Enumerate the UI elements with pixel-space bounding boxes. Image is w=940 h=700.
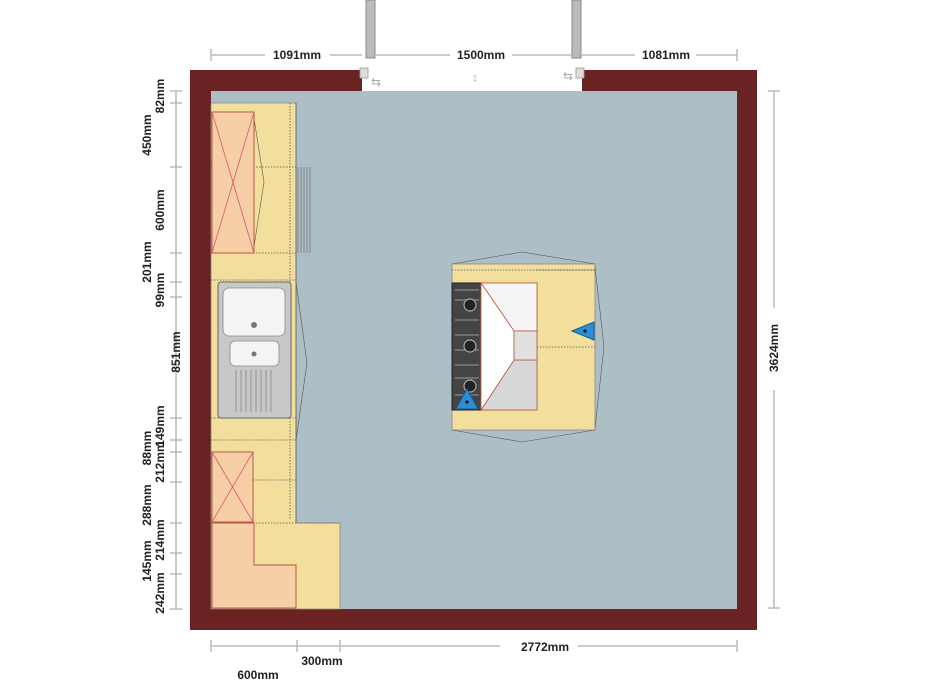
dim-bottom-300: 300mm: [301, 654, 342, 668]
dim-bottom-600: 600mm: [237, 668, 278, 682]
dim-top-right: 1081mm: [642, 48, 690, 62]
left-dimensions: 82mm 450mm 600mm 201mm 99mm 851mm 149mm …: [140, 79, 183, 614]
dim-left-212: 212mm: [153, 441, 167, 482]
dim-left-851: 851mm: [169, 331, 183, 372]
radiator: [297, 167, 311, 253]
dim-left-145: 145mm: [140, 540, 154, 581]
dim-left-149: 149mm: [153, 405, 167, 446]
dim-left-242: 242mm: [153, 572, 167, 613]
door-opening: [362, 66, 582, 91]
door-arrow-right-icon: ⇆: [563, 69, 573, 83]
dim-top-left: 1091mm: [273, 48, 321, 62]
right-dimension: 3624mm: [767, 90, 781, 609]
dim-left-88: 88mm: [140, 431, 154, 466]
dim-top-door: 1500mm: [457, 48, 505, 62]
corner-cabinet[interactable]: [211, 522, 297, 609]
dim-left-600: 600mm: [153, 189, 167, 230]
bottom-dimensions: 600mm 300mm 2772mm: [210, 640, 738, 682]
dim-left-82: 82mm: [153, 79, 167, 114]
dim-right-height: 3624mm: [767, 324, 781, 372]
kitchen-island[interactable]: [451, 251, 605, 443]
door-jamb-left[interactable]: [365, 0, 376, 59]
warning-marker-icon[interactable]: [455, 387, 479, 410]
dim-left-99: 99mm: [153, 273, 167, 308]
door-center-arrow-icon: ↕: [471, 74, 479, 85]
sink[interactable]: [217, 281, 292, 419]
dim-left-201: 201mm: [140, 241, 154, 282]
dim-left-450: 450mm: [140, 114, 154, 155]
dim-bottom-2772: 2772mm: [521, 640, 569, 654]
door-arrow-left-icon: ⇆: [371, 75, 381, 89]
door-jamb-right[interactable]: [571, 0, 582, 59]
top-dimensions: 1091mm 1500mm 1081mm: [210, 48, 738, 62]
warning-marker-icon[interactable]: [570, 321, 595, 341]
dim-left-214: 214mm: [153, 519, 167, 560]
dim-left-288: 288mm: [140, 484, 154, 525]
